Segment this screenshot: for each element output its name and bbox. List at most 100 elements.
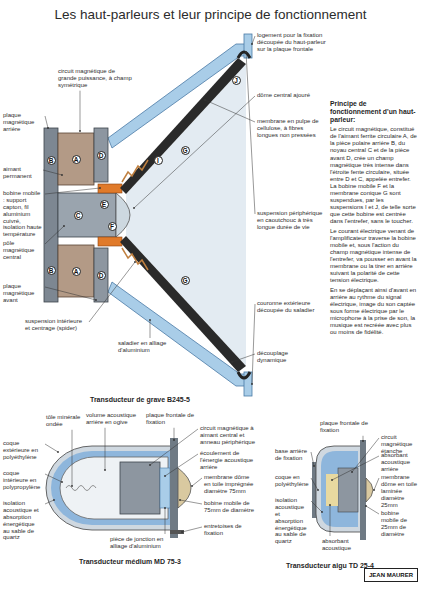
node-text: F xyxy=(110,223,114,230)
leader-dot xyxy=(63,225,65,227)
leader-line xyxy=(311,452,314,466)
leader-line xyxy=(80,91,81,131)
title: Les haut-parleurs et leur principe de fo… xyxy=(0,7,421,22)
part-label: isolation acoustique et absorption énerg… xyxy=(275,497,309,545)
part-label: volume acoustique arrière en ogive xyxy=(86,412,142,426)
leader-dot xyxy=(173,439,175,441)
part-label: circuit magnétique à aimant central et a… xyxy=(200,425,256,446)
part-label: membrane en pulpe de cellulose, à fibres… xyxy=(257,118,325,139)
leader-dot xyxy=(313,465,315,467)
cone-interior xyxy=(126,64,246,366)
callout-letter: D xyxy=(97,151,106,160)
leader-line xyxy=(330,505,331,536)
leader-dot xyxy=(317,489,319,491)
leader-line xyxy=(192,478,202,486)
node-text: A xyxy=(74,268,79,275)
part-label: circuit magnétique de grande puissance, … xyxy=(58,68,132,89)
part-label: suspension intérieure et centrage (spide… xyxy=(25,318,87,332)
part-label: coque intérieure en polypropylène xyxy=(3,470,43,491)
part-label: bobine mobile de 75mm de diamètre xyxy=(204,500,256,514)
leader-dot xyxy=(373,489,375,491)
part-label: bobine mobile de 25mm de diamètre xyxy=(381,510,418,538)
leader-line xyxy=(45,444,58,452)
leader-dot xyxy=(57,451,59,453)
front-plate xyxy=(170,438,178,538)
leader-dot xyxy=(365,505,367,507)
node-text: J xyxy=(234,77,238,84)
part-label: coque extérieure en polyéthylène xyxy=(3,440,43,461)
part-label: circuit magnétique étanche xyxy=(381,434,418,455)
leader-line xyxy=(150,320,151,338)
leader-dot xyxy=(53,499,55,501)
front-plate xyxy=(94,128,108,182)
panel-heading: Principe de fonctionnement d'un haut-par… xyxy=(330,100,418,123)
voice-coil xyxy=(98,237,122,246)
part-label: plaque frontale de fixation xyxy=(146,412,196,426)
callout-letter: G xyxy=(181,276,190,285)
part-label: suspension périphérique en caoutchouc à … xyxy=(257,210,323,231)
node-text: C xyxy=(76,212,81,219)
outer-shell xyxy=(46,446,176,530)
node-text: B xyxy=(49,157,54,164)
shell xyxy=(316,446,362,532)
leader-line xyxy=(252,36,255,44)
dome xyxy=(178,468,191,508)
node-text: B xyxy=(49,267,54,274)
leader-line xyxy=(252,304,255,384)
callout-letter: G xyxy=(181,146,190,155)
leader-line xyxy=(134,96,255,208)
dome xyxy=(366,478,373,502)
leader-dot xyxy=(351,471,353,473)
caption: Transducteur de grave B245-5 xyxy=(40,396,240,404)
magnet xyxy=(58,133,94,185)
leader-dot xyxy=(47,127,49,129)
leader-dot xyxy=(204,99,206,101)
leader-dot xyxy=(329,504,331,506)
part-label: écoulement de l'énergie acoustique arriè… xyxy=(200,450,256,471)
part-label: absorbant acoustique xyxy=(322,538,362,552)
leader-line xyxy=(232,354,255,362)
part-label: membrane dôme en toile laminée diamètre … xyxy=(381,474,418,508)
leader-line xyxy=(150,429,198,465)
part-label: couronne extérieure découpée du saladier xyxy=(257,300,319,314)
callout-letter: E xyxy=(100,200,109,209)
node-text: G xyxy=(182,147,187,154)
tweeter-drawing xyxy=(312,440,373,540)
front-plate xyxy=(360,440,366,540)
leader-line xyxy=(311,478,318,490)
node-text: A xyxy=(74,156,79,163)
leader-dot xyxy=(179,499,181,501)
woofer-drawing xyxy=(44,34,252,396)
central-pole xyxy=(58,193,116,237)
caption: Transducteur médium MD 75-3 xyxy=(30,558,230,566)
leader-dot xyxy=(181,531,183,533)
node-text: I xyxy=(157,157,159,164)
callout-letter: A xyxy=(72,267,81,276)
magnet xyxy=(120,462,160,514)
leader-dot xyxy=(95,299,97,301)
part-label: découplage dynamique xyxy=(257,350,317,364)
maker-logo: JEAN MAURER xyxy=(364,568,418,582)
rear-base xyxy=(312,462,316,518)
surround xyxy=(238,52,250,58)
leader-dot xyxy=(104,469,106,471)
leader-line xyxy=(105,428,106,470)
part-label: pièce de jonction en alliage d'aluminium xyxy=(110,536,168,550)
leader-line xyxy=(43,170,62,175)
leader-dot xyxy=(61,481,63,483)
wavy-sheet xyxy=(66,486,96,491)
callout-letter: J xyxy=(232,76,241,85)
spacer xyxy=(170,530,184,534)
junction-piece xyxy=(160,468,170,508)
leader-dot xyxy=(149,319,151,321)
magnet xyxy=(58,245,94,297)
node-text: E xyxy=(102,201,106,208)
panel-paragraph: Le courant électrique venant de l'amplif… xyxy=(330,228,418,284)
callout-letter: B xyxy=(47,156,56,165)
leader-dot xyxy=(149,464,151,466)
magnet xyxy=(338,468,358,512)
leader-dot xyxy=(71,485,73,487)
leader-dot xyxy=(133,207,135,209)
part-label: pôle magnétique central xyxy=(3,240,43,261)
leader-line xyxy=(45,188,100,194)
